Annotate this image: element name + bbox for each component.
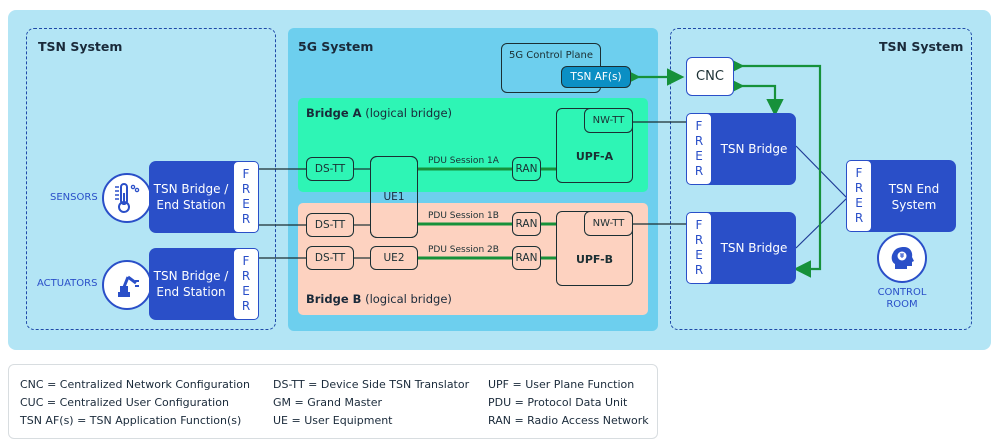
frer-letter: R <box>854 181 864 195</box>
legend-item: DS-TT = Device Side TSN Translator <box>273 378 470 391</box>
tsn-system-right <box>670 28 972 330</box>
ue1-outline: UE1 <box>370 156 418 238</box>
ds-tt-1[interactable]: DS-TT <box>306 157 354 181</box>
cnc-label: CNC <box>696 69 724 84</box>
bridge-b-title: Bridge B (logical bridge) <box>306 292 452 306</box>
legend-item: RAN = Radio Access Network <box>488 414 649 427</box>
frer-letter: R <box>241 212 251 226</box>
ds-tt-1-label: DS-TT <box>314 163 346 175</box>
frer-letter: E <box>695 248 703 262</box>
pdu-session-1b-label: PDU Session 1B <box>428 211 499 221</box>
tsn-af-box[interactable]: TSN AF(s) <box>561 66 631 88</box>
ds-tt-3[interactable]: DS-TT <box>306 246 354 270</box>
tsn-bridge-end-station-actuators-label: TSN Bridge / End Station <box>152 268 230 300</box>
5g-system-title: 5G System <box>298 39 374 54</box>
nw-tt-a[interactable]: NW-TT <box>584 108 633 133</box>
frer-letter: E <box>242 284 250 298</box>
frer-letter: R <box>854 211 864 225</box>
cnc-box[interactable]: CNC <box>686 57 734 96</box>
legend-column-2: DS-TT = Device Side TSN Translator GM = … <box>273 376 469 430</box>
frer-sensors: F R E R <box>233 161 259 233</box>
tsn-bridge-end-station-sensors-label: TSN Bridge / End Station <box>152 181 230 213</box>
ran-2b[interactable]: RAN <box>512 246 541 270</box>
bridge-a-subtitle: (logical bridge) <box>361 106 453 120</box>
ue2-label: UE2 <box>383 252 405 264</box>
frer-letter: R <box>241 269 251 283</box>
label-line1: TSN End <box>888 182 940 196</box>
frer-letter: F <box>695 218 703 232</box>
legend-column-1: CNC = Centralized Network Configuration … <box>20 376 250 430</box>
tsn-bridge-2-label: TSN Bridge <box>720 241 788 255</box>
legend-item: GM = Grand Master <box>273 396 383 409</box>
frer-letter: E <box>695 149 703 163</box>
ds-tt-2-label: DS-TT <box>314 219 346 231</box>
bridge-a-title: Bridge A (logical bridge) <box>306 106 452 120</box>
frer-bridge-1: F R E R <box>686 113 712 185</box>
tsn-bridge-1-label: TSN Bridge <box>720 142 788 156</box>
bridge-a-name: Bridge A <box>306 106 362 120</box>
legend-item: UE = User Equipment <box>273 414 393 427</box>
label-line1: TSN Bridge / <box>153 269 229 283</box>
ue1-label: UE1 <box>383 191 405 203</box>
upf-b-label: UPF-B <box>575 253 614 266</box>
ran-1a-label: RAN <box>515 163 538 175</box>
frer-letter: F <box>242 254 250 268</box>
tsn-system-right-title: TSN System <box>879 39 964 54</box>
frer-actuators: F R E R <box>233 248 259 320</box>
5g-control-plane-label: 5G Control Plane <box>508 50 594 61</box>
label-line1: TSN Bridge / <box>153 182 229 196</box>
ran-1b-label: RAN <box>515 218 538 230</box>
label-line2: End Station <box>156 285 226 299</box>
frer-letter: R <box>694 263 704 277</box>
label-line2: End Station <box>156 198 226 212</box>
ran-1a[interactable]: RAN <box>512 157 541 181</box>
frer-letter: R <box>694 134 704 148</box>
legend-item: CNC = Centralized Network Configuration <box>20 378 250 391</box>
nw-tt-a-label: NW-TT <box>592 115 625 126</box>
ds-tt-2[interactable]: DS-TT <box>306 213 354 237</box>
ds-tt-3-label: DS-TT <box>314 252 346 264</box>
legend-item: UPF = User Plane Function <box>488 378 635 391</box>
nw-tt-b[interactable]: NW-TT <box>584 211 633 236</box>
actuators-label: ACTUATORS <box>37 278 98 289</box>
head-brain-icon <box>877 233 927 283</box>
frer-end-system: F R E R <box>846 160 872 232</box>
upf-a-label: UPF-A <box>575 150 614 163</box>
frer-letter: R <box>241 299 251 313</box>
ran-1b[interactable]: RAN <box>512 212 541 236</box>
frer-letter: E <box>242 197 250 211</box>
tsn-system-left <box>26 28 276 330</box>
frer-bridge-2: F R E R <box>686 212 712 284</box>
caption-line1: CONTROL <box>877 287 927 298</box>
ue1-gap <box>370 192 418 203</box>
bridge-b-name: Bridge B <box>306 292 362 306</box>
ue2-box[interactable]: UE2 <box>370 246 418 270</box>
tsn-af-label: TSN AF(s) <box>570 71 622 83</box>
tsn-end-system-label: TSN End System <box>872 181 956 213</box>
frer-letter: E <box>855 196 863 210</box>
legend-column-3: UPF = User Plane Function PDU = Protocol… <box>488 376 649 430</box>
legend <box>8 364 658 439</box>
ran-2b-label: RAN <box>515 252 538 264</box>
frer-letter: F <box>695 119 703 133</box>
frer-letter: R <box>694 233 704 247</box>
frer-letter: F <box>855 166 863 180</box>
legend-item: PDU = Protocol Data Unit <box>488 396 628 409</box>
caption-line2: ROOM <box>886 299 918 310</box>
bridge-b-subtitle: (logical bridge) <box>361 292 452 306</box>
pdu-session-2b-label: PDU Session 2B <box>428 245 499 255</box>
thermometer-icon <box>102 173 152 223</box>
control-room-label: CONTROL ROOM <box>868 287 936 311</box>
tsn-system-left-title: TSN System <box>38 39 123 54</box>
frer-letter: F <box>242 167 250 181</box>
robot-arm-icon <box>102 260 152 310</box>
legend-item: TSN AF(s) = TSN Application Function(s) <box>20 414 242 427</box>
sensors-label: SENSORS <box>50 192 98 203</box>
label-line2: System <box>891 198 937 212</box>
legend-item: CUC = Centralized User Configuration <box>20 396 229 409</box>
nw-tt-b-label: NW-TT <box>592 218 625 229</box>
frer-letter: R <box>694 164 704 178</box>
frer-letter: R <box>241 182 251 196</box>
pdu-session-1a-label: PDU Session 1A <box>428 156 499 166</box>
